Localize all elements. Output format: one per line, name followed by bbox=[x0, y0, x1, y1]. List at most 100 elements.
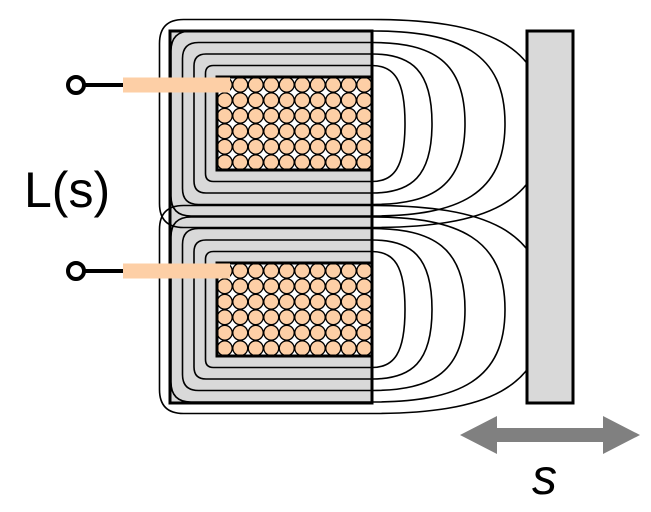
wire-turn bbox=[263, 324, 280, 341]
wire-turn bbox=[294, 293, 311, 310]
field-line-air bbox=[371, 53, 433, 194]
wire-turn bbox=[309, 278, 326, 295]
wire-turn bbox=[309, 92, 326, 109]
wire-turn bbox=[356, 92, 373, 109]
wire-turn bbox=[356, 278, 373, 295]
wire-turn bbox=[247, 76, 264, 93]
wire-turn bbox=[294, 278, 311, 295]
wire-turn bbox=[340, 92, 357, 109]
wire-turn bbox=[247, 340, 264, 357]
wire-turn bbox=[247, 324, 264, 341]
wire-turn bbox=[309, 76, 326, 93]
inductance-label: L(s) bbox=[24, 162, 110, 218]
wire-turn bbox=[278, 293, 295, 310]
wire-turn bbox=[309, 340, 326, 357]
field-line-air bbox=[371, 239, 433, 380]
wire-turn bbox=[356, 324, 373, 341]
wire-turn bbox=[278, 262, 295, 279]
wire-turn bbox=[216, 92, 233, 109]
wire-turn bbox=[309, 138, 326, 155]
wire-turn bbox=[247, 154, 264, 171]
wire-turn bbox=[216, 293, 233, 310]
wire-turn bbox=[356, 309, 373, 326]
wire-turn bbox=[247, 309, 264, 326]
wire-turn bbox=[309, 154, 326, 171]
wire-turn bbox=[356, 293, 373, 310]
wire-turn bbox=[278, 309, 295, 326]
wire-turn bbox=[325, 309, 342, 326]
wire-turn bbox=[278, 278, 295, 295]
wire-turn bbox=[325, 262, 342, 279]
wire-turn bbox=[356, 76, 373, 93]
field-line-air bbox=[371, 64, 406, 183]
wire-turn bbox=[278, 107, 295, 124]
wire-turn bbox=[340, 340, 357, 357]
wire-turn bbox=[247, 92, 264, 109]
field-line-air bbox=[371, 41, 466, 206]
wire-turn bbox=[232, 107, 249, 124]
armature-plate bbox=[525, 29, 575, 405]
wire-turn bbox=[356, 340, 373, 357]
wire-turn bbox=[278, 123, 295, 140]
field-line-air bbox=[371, 216, 506, 403]
wire-turn bbox=[263, 92, 280, 109]
lead-wire bbox=[123, 263, 230, 279]
wire-turn bbox=[278, 92, 295, 109]
field-line-core bbox=[158, 204, 372, 415]
wire-turn bbox=[356, 262, 373, 279]
field-line-core bbox=[170, 30, 372, 217]
wire-turn bbox=[263, 262, 280, 279]
coil-winding bbox=[217, 263, 372, 356]
field-line-core bbox=[181, 41, 372, 206]
wire-turn bbox=[232, 309, 249, 326]
field-line-air bbox=[371, 204, 546, 415]
wire-turn bbox=[278, 76, 295, 93]
coil-winding bbox=[217, 77, 372, 170]
wire-turn bbox=[263, 309, 280, 326]
displacement-arrow bbox=[460, 416, 640, 454]
wire-turn bbox=[294, 92, 311, 109]
wire-turn bbox=[216, 309, 233, 326]
wire-turn bbox=[325, 123, 342, 140]
wire-turn bbox=[294, 154, 311, 171]
wire-turn bbox=[340, 76, 357, 93]
wire-turn bbox=[356, 123, 373, 140]
wire-turn bbox=[309, 309, 326, 326]
coils bbox=[215, 75, 374, 358]
terminal-icon bbox=[66, 261, 86, 281]
wire-turn bbox=[309, 123, 326, 140]
field-line-air bbox=[371, 18, 546, 229]
wire-turn bbox=[278, 340, 295, 357]
wire-turn bbox=[232, 262, 249, 279]
coil-outline bbox=[215, 75, 374, 172]
wire-turn bbox=[232, 154, 249, 171]
wire-turn bbox=[325, 324, 342, 341]
wire-turn bbox=[356, 138, 373, 155]
wire-turn bbox=[340, 324, 357, 341]
wire-turn bbox=[232, 76, 249, 93]
wire-turn bbox=[325, 340, 342, 357]
wire-turn bbox=[340, 123, 357, 140]
terminals bbox=[66, 75, 230, 281]
wire-turn bbox=[294, 324, 311, 341]
wire-turn bbox=[294, 76, 311, 93]
wire-turn bbox=[294, 107, 311, 124]
wire-turn bbox=[340, 262, 357, 279]
wire-turn bbox=[309, 324, 326, 341]
wire-turn bbox=[216, 324, 233, 341]
coil-outline bbox=[215, 261, 374, 358]
wire-turn bbox=[294, 309, 311, 326]
wire-turn bbox=[247, 138, 264, 155]
wire-turn bbox=[294, 262, 311, 279]
wire-turn bbox=[294, 340, 311, 357]
wire-turn bbox=[325, 154, 342, 171]
wire-turn bbox=[216, 107, 233, 124]
wire-turn bbox=[263, 123, 280, 140]
wire-turn bbox=[263, 138, 280, 155]
field-line-core bbox=[170, 216, 372, 403]
lead-wire bbox=[123, 77, 230, 93]
wire-turn bbox=[340, 154, 357, 171]
wire-turn bbox=[278, 138, 295, 155]
